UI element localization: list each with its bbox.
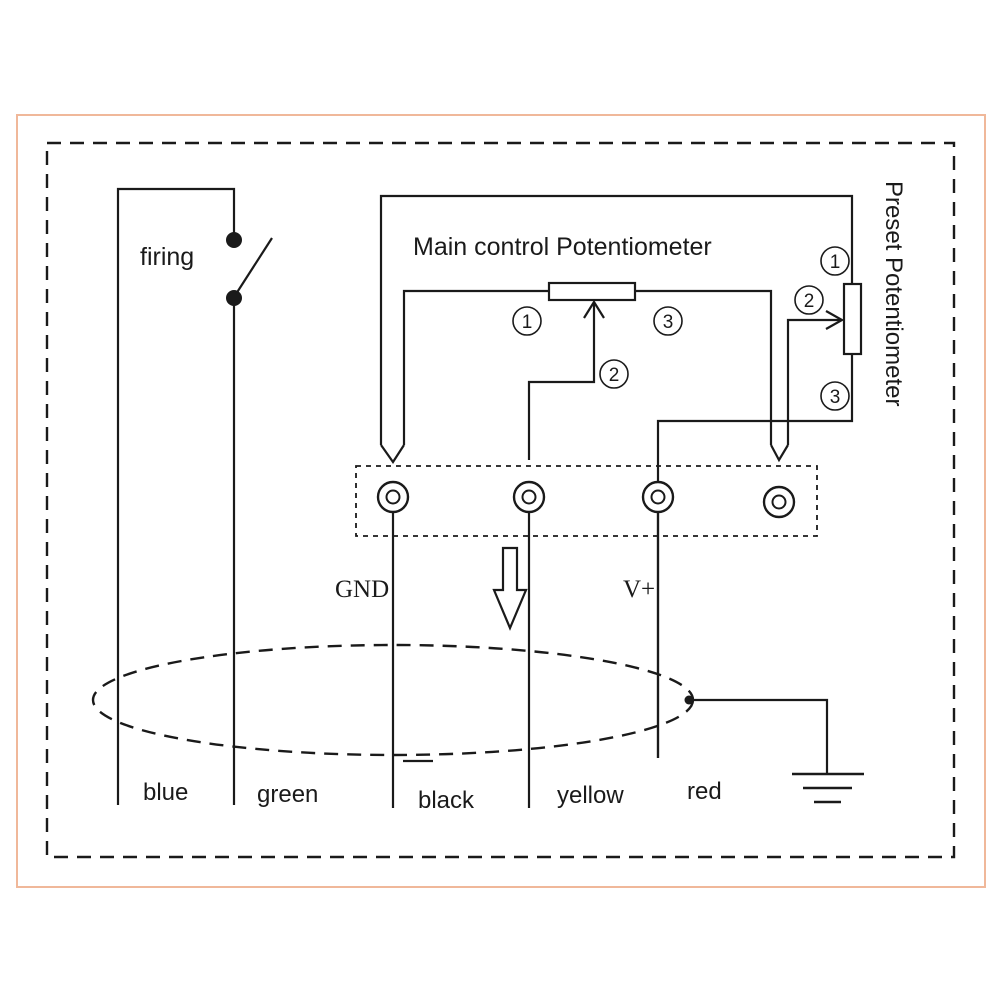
preset-pot-wiper-wire — [786, 318, 840, 445]
preset-pot-pin1: 1 — [820, 246, 850, 276]
wire-label-yellow: yellow — [557, 782, 624, 809]
terminal-vplus — [641, 480, 675, 514]
terminal-signal — [512, 480, 546, 514]
preset-potentiometer — [842, 282, 863, 356]
main-pot-label: Main control Potentiometer — [413, 233, 712, 261]
svg-text:3: 3 — [830, 387, 841, 408]
ground-icon — [792, 772, 864, 804]
wire-label-black: black — [418, 787, 475, 814]
shield-ground-wire — [689, 698, 829, 773]
preset-pot-wiper-arrow — [825, 310, 845, 330]
blue-wire — [116, 187, 236, 805]
gnd-label: GND — [335, 576, 389, 603]
terminal-gnd — [376, 480, 410, 514]
terminal-block — [355, 465, 818, 537]
main-pot-pin3: 3 — [653, 306, 683, 336]
svg-text:1: 1 — [830, 252, 841, 273]
dashed-enclosure — [45, 141, 956, 859]
main-potentiometer — [547, 281, 637, 302]
gnd-merge — [380, 444, 405, 464]
preset-pot-pin3: 3 — [820, 381, 850, 411]
main-pot-wiper-wire — [527, 304, 596, 460]
outer-border — [16, 114, 986, 888]
switch-lever — [235, 237, 273, 295]
gnd-wire-top — [379, 194, 854, 445]
preset-pot-pin2: 2 — [794, 285, 824, 315]
wire-label-red: red — [687, 778, 722, 805]
main-pot-pin2: 2 — [599, 359, 629, 389]
svg-text:2: 2 — [609, 365, 620, 386]
main-pot-pin1-wire — [402, 289, 549, 445]
main-pot-pin3-wire — [635, 289, 773, 445]
svg-text:2: 2 — [804, 291, 815, 312]
preset-pot-label: Preset Potentiometer — [880, 181, 907, 406]
switch-contact-bottom — [226, 290, 242, 306]
terminal-preset — [762, 485, 796, 519]
firing-label: firing — [140, 243, 194, 271]
svg-text:1: 1 — [522, 312, 533, 333]
signal-output-arrow — [492, 546, 528, 631]
vplus-label: V+ — [623, 576, 655, 603]
pin4-merge — [770, 444, 789, 463]
svg-text:3: 3 — [663, 312, 674, 333]
switch-contact-top — [226, 232, 242, 248]
wire-label-green: green — [257, 781, 318, 808]
wire-label-blue: blue — [143, 779, 188, 806]
main-pot-wiper-arrow — [583, 299, 605, 319]
main-pot-pin1: 1 — [512, 306, 542, 336]
